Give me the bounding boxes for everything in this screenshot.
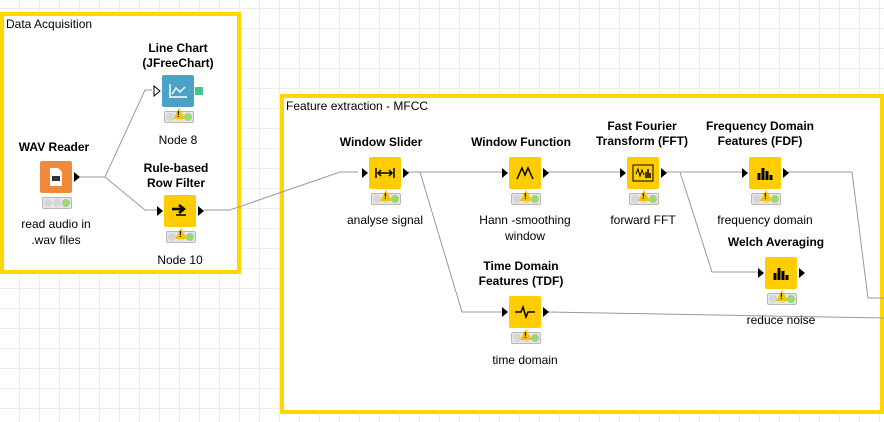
node-window-function[interactable]: ! <box>502 157 549 205</box>
node-label-welch[interactable]: reduce noise <box>746 313 816 327</box>
node-label-window-slider[interactable]: analyse signal <box>346 213 424 227</box>
node-title-fdf: Frequency Domain Features (FDF) <box>705 119 815 148</box>
output-port[interactable] <box>799 268 805 278</box>
annotation-title: Feature extraction - MFCC <box>286 99 429 113</box>
annotation-title: Data Acquisition <box>6 17 93 31</box>
node-label-window-function[interactable]: Hann -smoothing window <box>479 213 571 243</box>
wav-file-icon <box>40 161 72 193</box>
bar-chart-icon <box>749 157 781 189</box>
node-label-tdf[interactable]: time domain <box>492 353 558 367</box>
node-label-fdf[interactable]: frequency domain <box>717 213 813 227</box>
warning-icon: ! <box>175 228 187 239</box>
warning-icon: ! <box>776 290 788 301</box>
node-title-fft: Fast Fourier Transform (FFT) <box>596 119 688 148</box>
output-port[interactable] <box>783 168 789 178</box>
input-port[interactable] <box>742 168 748 178</box>
node-title-wav-reader: WAV Reader <box>18 140 90 154</box>
fft-icon <box>627 157 659 189</box>
node-title-line-chart: Line Chart (JFreeChart) <box>142 41 214 70</box>
traffic-light-status <box>42 197 72 209</box>
input-port[interactable] <box>758 268 764 278</box>
node-row-filter[interactable]: ! <box>157 195 204 243</box>
input-port[interactable] <box>157 206 163 216</box>
node-title-window-function: Window Function <box>471 135 571 149</box>
node-title-window-slider: Window Slider <box>339 135 423 149</box>
output-port[interactable] <box>198 206 204 216</box>
bar-chart-icon <box>765 257 797 289</box>
node-label-wav-reader[interactable]: read audio in .wav files <box>21 217 91 247</box>
warning-icon: ! <box>173 108 185 119</box>
input-port-hollow-icon <box>153 85 161 97</box>
node-title-tdf: Time Domain Features (TDF) <box>478 259 564 288</box>
node-title-welch: Welch Averaging <box>727 235 825 249</box>
flow-variable-port[interactable] <box>195 87 203 95</box>
warning-icon: ! <box>520 190 532 201</box>
node-window-slider[interactable]: ! <box>362 157 409 205</box>
output-port[interactable] <box>403 168 409 178</box>
node-wav-reader[interactable] <box>40 161 80 209</box>
window-function-icon <box>509 157 541 189</box>
output-port[interactable] <box>661 168 667 178</box>
warning-icon: ! <box>380 190 392 201</box>
node-line-chart[interactable]: ! <box>153 75 203 123</box>
annotation-feature-extraction[interactable]: Feature extraction - MFCC <box>280 94 884 414</box>
input-port[interactable] <box>502 168 508 178</box>
warning-icon: ! <box>520 329 532 340</box>
input-port[interactable] <box>362 168 368 178</box>
output-port[interactable] <box>543 168 549 178</box>
warning-icon: ! <box>760 190 772 201</box>
node-fft[interactable]: ! <box>620 157 667 205</box>
arrow-right-icon <box>164 195 196 227</box>
node-label-row-filter[interactable]: Node 10 <box>157 253 203 267</box>
node-tdf[interactable]: ! <box>502 296 549 344</box>
node-welch[interactable]: ! <box>758 257 805 305</box>
output-port[interactable] <box>543 307 549 317</box>
node-title-row-filter: Rule-based Row Filter <box>143 161 209 190</box>
warning-icon: ! <box>638 190 650 201</box>
output-port[interactable] <box>74 172 80 182</box>
node-fdf[interactable]: ! <box>742 157 789 205</box>
node-label-line-chart[interactable]: Node 8 <box>158 133 198 147</box>
input-port[interactable] <box>502 307 508 317</box>
node-label-fft[interactable]: forward FFT <box>610 213 676 227</box>
window-slider-icon <box>369 157 401 189</box>
input-port[interactable] <box>620 168 626 178</box>
waveform-icon <box>509 296 541 328</box>
line-chart-icon <box>162 75 194 107</box>
